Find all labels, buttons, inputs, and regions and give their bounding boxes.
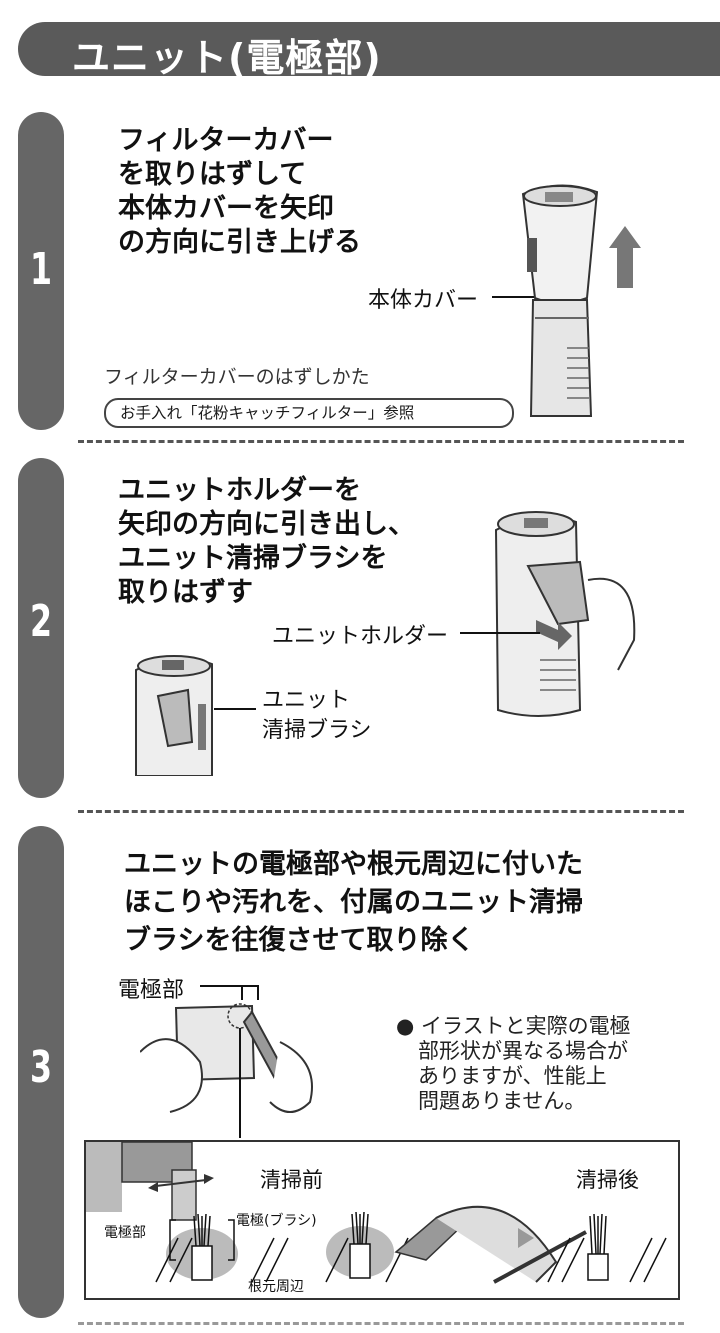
step-2-line-1: ユニットホルダーを — [118, 475, 361, 506]
compare-root-area-label: 根元周辺 — [248, 1279, 304, 1295]
step-3-number: 3 — [29, 1042, 53, 1093]
section-title: ユニット(電極部) — [72, 36, 382, 80]
divider-3 — [78, 1322, 684, 1325]
body-cover-leader-line — [492, 296, 536, 298]
brush-label-line-1: ユニット — [262, 688, 351, 713]
step-2-line-2: 矢印の方向に引き出し、 — [118, 509, 415, 540]
step-3-line-2: ほこりや汚れを、付属のユニット清掃 — [124, 887, 583, 918]
section-header-bar — [18, 22, 720, 76]
step-3-instructions: ユニットの電極部や根元周辺に付いた ほこりや汚れを、付属のユニット清掃 ブラシを… — [124, 846, 583, 960]
note-line-3: ありますが、性能上 — [418, 1064, 607, 1088]
back-forth-arrow-icon — [148, 1174, 214, 1192]
reference-link[interactable]: お手入れ「花粉キャッチフィルター」参照 — [104, 398, 514, 428]
divider-1 — [78, 440, 684, 443]
step-2-tab: 2 — [18, 458, 64, 798]
step-1-line-4: の方向に引き上げる — [118, 227, 361, 258]
step-3-tab: 3 — [18, 826, 64, 1318]
compare-brush-electrode-label: 電極(ブラシ) — [236, 1213, 317, 1229]
purifier-illustration — [521, 184, 641, 417]
step-1-line-2: を取りはずして — [118, 159, 307, 190]
step-1-line-3: 本体カバーを矢印 — [118, 193, 334, 224]
step-3-line-3: ブラシを往復させて取り除く — [124, 925, 475, 956]
cleaning-brush-label: ユニット 清掃ブラシ — [262, 686, 372, 746]
step-2-line-4: 取りはずす — [118, 577, 253, 608]
step-2-instructions: ユニットホルダーを 矢印の方向に引き出し、 ユニット清掃ブラシを 取りはずす — [118, 474, 415, 610]
step-2-line-3: ユニット清掃ブラシを — [118, 543, 388, 574]
compare-electrode-label: 電極部 — [104, 1225, 146, 1241]
before-cleaning-label: 清掃前 — [260, 1168, 323, 1192]
filter-cover-removal-label: フィルターカバーのはずしかた — [104, 366, 370, 388]
step-3-line-1: ユニットの電極部や根元周辺に付いた — [124, 849, 583, 880]
note-line-4: 問題ありません。 — [418, 1089, 586, 1113]
up-arrow-icon — [609, 226, 641, 288]
step-1-number: 1 — [29, 244, 53, 295]
divider-2 — [78, 810, 684, 813]
pull-arrow-icon — [536, 620, 572, 650]
note-line-1: ● イラストと実際の電極 — [396, 1014, 631, 1038]
after-cleaning-label: 清掃後 — [576, 1168, 639, 1192]
shape-note: ● イラストと実際の電極 部形状が異なる場合が ありますが、性能上 問題ありませ… — [396, 1014, 631, 1114]
unit-holder-illustration — [494, 511, 636, 717]
step-1-tab: 1 — [18, 112, 64, 430]
step-1-line-1: フィルターカバー — [118, 125, 334, 156]
step-2-number: 2 — [29, 596, 53, 647]
brush-label-line-2: 清掃ブラシ — [262, 718, 372, 743]
body-cover-label: 本体カバー — [368, 288, 479, 313]
step-1-instructions: フィルターカバー を取りはずして 本体カバーを矢印 の方向に引き上げる — [118, 124, 361, 260]
unit-holder-label: ユニットホルダー — [272, 624, 449, 649]
comparison-illustration — [86, 1142, 667, 1284]
unit-holder-leader-line — [460, 632, 540, 634]
electrode-label: 電極部 — [118, 978, 185, 1003]
hand-cleaning-illustration — [140, 985, 313, 1138]
note-line-2: 部形状が異なる場合が — [418, 1039, 628, 1063]
triangle-arrow-icon — [518, 1228, 534, 1248]
cleaning-brush-illustration — [135, 655, 213, 776]
brush-leader-line — [214, 708, 256, 710]
before-after-comparison — [84, 1140, 680, 1300]
